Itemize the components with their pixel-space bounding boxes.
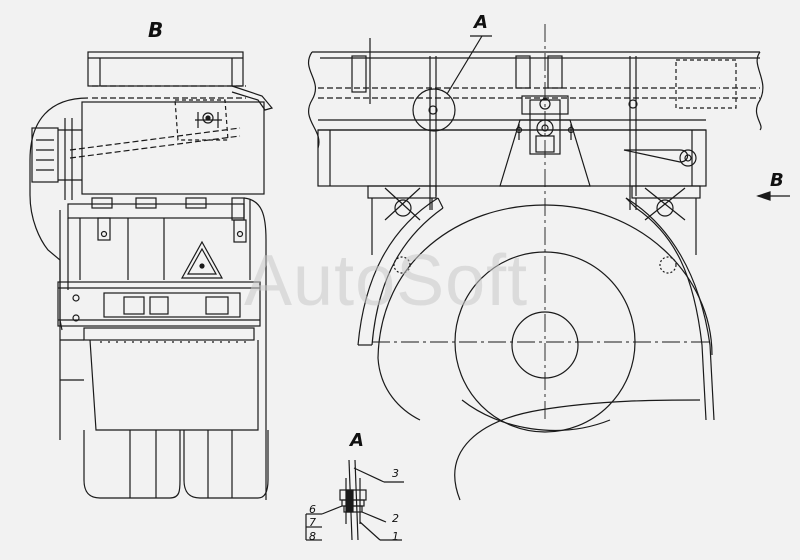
- view-label-b: B: [148, 18, 164, 42]
- warning-triangle-icon: [180, 240, 224, 279]
- right-view: [307, 24, 790, 501]
- part-number-3: 3: [392, 467, 399, 480]
- watermark-text: AutoSoft: [244, 241, 529, 321]
- fender-right: [635, 207, 707, 421]
- part-number-1: 1: [392, 530, 399, 543]
- frame-beam: [317, 129, 707, 187]
- wheel-outer: [377, 204, 713, 359]
- part-number-7: 7: [309, 516, 316, 529]
- arrow-label-b: B: [770, 170, 784, 191]
- left-view-b: [29, 51, 274, 500]
- frame-box: [81, 101, 265, 195]
- detail-a: [305, 459, 404, 541]
- wheel-rim: [454, 251, 636, 433]
- center-bracket: [499, 119, 591, 187]
- cab-outline: [29, 97, 89, 331]
- fender-left: [357, 197, 439, 346]
- wheel-hub: [511, 311, 579, 379]
- tyre-left: [83, 430, 181, 499]
- callout-circle-a: [412, 88, 456, 132]
- top-platform: [87, 51, 244, 87]
- tyre-right: [183, 430, 269, 499]
- detail-label-a: A: [350, 430, 364, 451]
- mud-flap: [89, 339, 259, 431]
- part-number-8: 8: [309, 530, 316, 543]
- callout-label-a: A: [474, 12, 488, 33]
- lamp-bar: [57, 281, 261, 327]
- part-number-2: 2: [392, 512, 399, 525]
- part-number-6: 6: [309, 503, 316, 516]
